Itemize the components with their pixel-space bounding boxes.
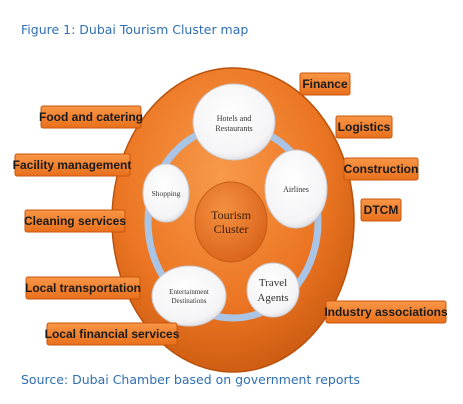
- center-label-line2: Cluster: [214, 222, 249, 236]
- right-tag-finance: Finance: [299, 72, 351, 96]
- node-travel-agents: Travel Agents: [246, 262, 300, 318]
- left-tag-facility-management: Facility management: [13, 153, 132, 177]
- node-hotels-restaurants: Hotels and Restaurants: [192, 83, 276, 161]
- node-shopping-label: Shopping: [152, 189, 181, 198]
- right-tag-dtcm: DTCM: [360, 198, 402, 222]
- center-label-line1: Tourism: [211, 208, 251, 222]
- left-tag-local-transportation-label: Local transportation: [25, 281, 141, 295]
- node-entertainment-destinations: Entertainment Destinations: [151, 265, 227, 327]
- node-shopping: Shopping: [142, 163, 190, 223]
- center-circle: [194, 181, 268, 263]
- left-tag-local-transportation: Local transportation: [25, 276, 141, 300]
- right-tag-construction-label: Construction: [344, 162, 419, 176]
- node-airlines-label: Airlines: [283, 185, 309, 194]
- left-tag-food-catering: Food and catering: [39, 105, 143, 129]
- figure-source: Source: Dubai Chamber based on governmen…: [21, 372, 361, 387]
- node-hotels-line2: Restaurants: [215, 124, 252, 133]
- node-travel-line2: Agents: [257, 292, 288, 304]
- node-entertainment-line2: Destinations: [172, 297, 207, 305]
- left-tag-facility-management-label: Facility management: [13, 158, 132, 172]
- right-tag-logistics-label: Logistics: [338, 120, 391, 134]
- left-tag-cleaning-services-label: Cleaning services: [24, 214, 126, 228]
- right-tag-dtcm-label: DTCM: [364, 203, 399, 217]
- left-tag-local-financial-services-label: Local financial services: [45, 327, 180, 341]
- node-hotels-line1: Hotels and: [217, 114, 251, 123]
- right-tag-industry-associations-label: Industry associations: [324, 305, 448, 319]
- node-travel-line1: Travel: [259, 277, 287, 289]
- left-tag-food-catering-label: Food and catering: [39, 110, 143, 124]
- figure-title: Figure 1: Dubai Tourism Cluster map: [21, 22, 249, 37]
- node-entertainment-line1: Entertainment: [169, 288, 209, 296]
- left-tag-cleaning-services: Cleaning services: [24, 209, 126, 233]
- right-tag-construction: Construction: [343, 157, 419, 181]
- left-tag-local-financial-services: Local financial services: [45, 322, 180, 346]
- right-tag-logistics: Logistics: [335, 115, 393, 139]
- right-tag-finance-label: Finance: [302, 77, 348, 91]
- node-airlines: Airlines: [264, 149, 328, 229]
- right-tag-industry-associations: Industry associations: [324, 300, 448, 324]
